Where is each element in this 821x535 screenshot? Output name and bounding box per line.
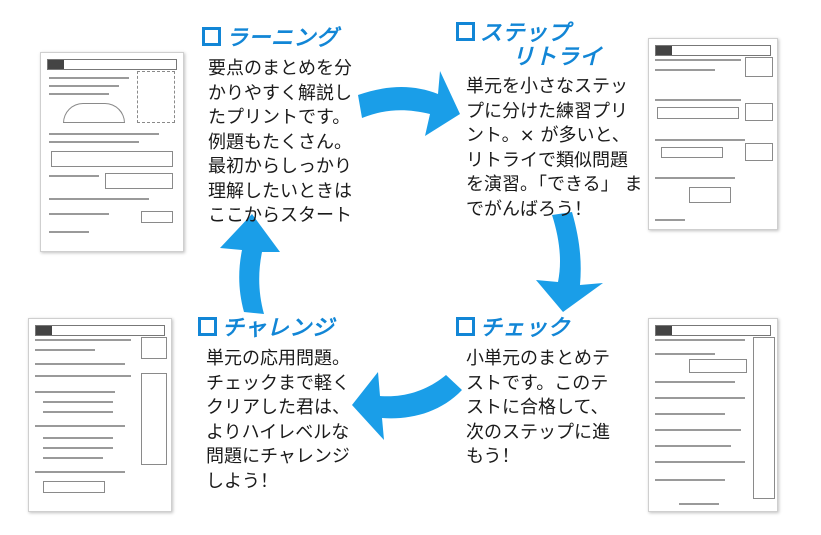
step-retry-title-line2: リトライ: [512, 45, 603, 70]
step-retry-worksheet-image: [648, 38, 778, 230]
learning-worksheet-image: [40, 52, 184, 252]
description-line: ストです。このテ: [466, 372, 609, 394]
description-line: ストに合格して、: [466, 397, 609, 418]
cycle-arrow-icon: [352, 372, 462, 440]
description-line: でがんばろう！: [466, 198, 592, 220]
description-line: 単元を小さなステッ: [466, 76, 628, 97]
description-line: クリアした君は、: [206, 397, 350, 418]
description-line: 単元の応用問題。: [206, 348, 350, 369]
description-line: しよう！: [206, 470, 278, 492]
description-line: 最初からしっかり: [208, 156, 352, 177]
step-retry-title: ステップ: [456, 22, 570, 46]
description-line: よりハイレベルな: [206, 421, 350, 443]
description-line: 理解したいときは: [208, 180, 352, 202]
cycle-arrow-icon: [358, 71, 460, 136]
description-line: リトライで類似問題: [466, 149, 628, 171]
checkbox-icon: [456, 22, 475, 41]
description-line: たプリントです。: [208, 107, 351, 128]
checkbox-icon: [456, 317, 475, 336]
challenge-title: チャレンジ: [198, 317, 334, 341]
checkbox-icon: [202, 27, 221, 46]
cycle-arrow-icon: [536, 212, 603, 312]
description-line: 小単元のまとめテ: [466, 348, 610, 369]
description-line: 要点のまとめを分: [208, 58, 352, 79]
check-title: チェック: [456, 317, 570, 341]
challenge-worksheet-image: [28, 318, 172, 512]
description-line: 問題にチャレンジ: [206, 446, 350, 467]
description-line: チェックまで軽く: [206, 372, 350, 394]
checkbox-icon: [198, 317, 217, 336]
description-line: ここからスタート: [208, 205, 352, 226]
learning-title: ラーニング: [202, 27, 339, 51]
description-line: 次のステップに進: [466, 421, 610, 443]
description-line: ント。× が多いと、: [466, 125, 630, 146]
description-line: プに分けた練習プリ: [466, 100, 628, 122]
cycle-arrow-icon: [220, 214, 280, 314]
description-line: もう！: [466, 446, 520, 467]
description-line: 例題もたくさん。: [208, 131, 352, 153]
description-line: を演習。「できる」 ま: [466, 174, 643, 195]
check-worksheet-image: [648, 318, 778, 512]
description-line: かりやすく解説し: [208, 82, 352, 104]
